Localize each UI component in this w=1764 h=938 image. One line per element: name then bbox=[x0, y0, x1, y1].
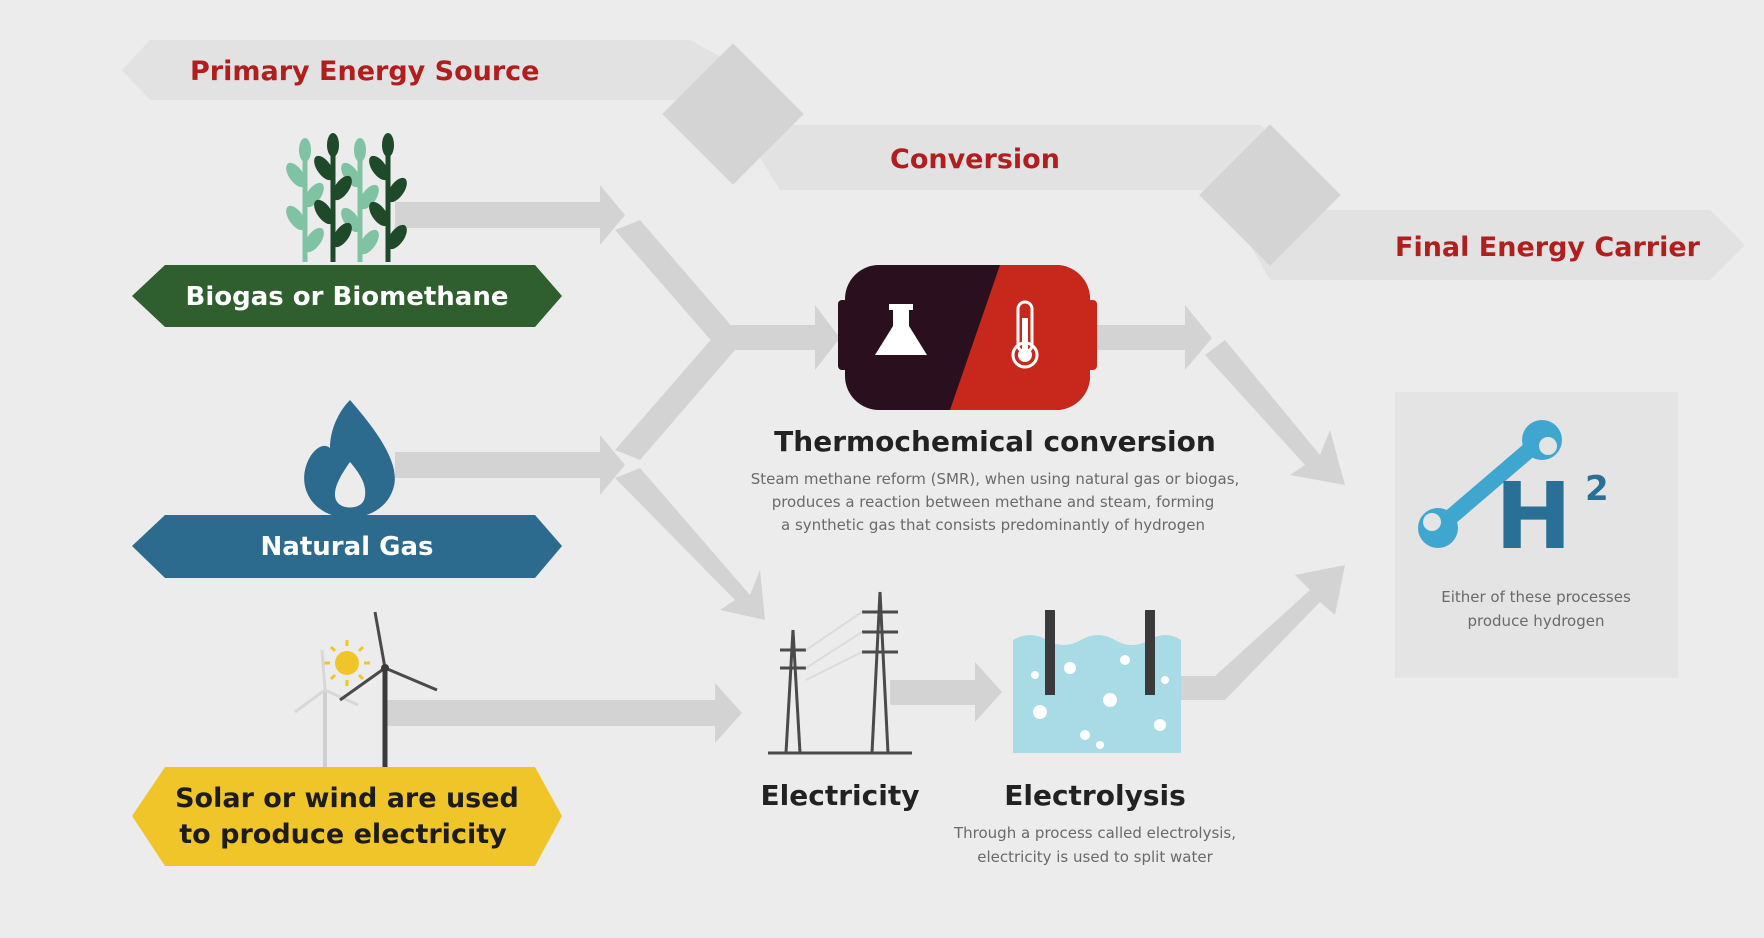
stage-header-primary: Primary Energy Source bbox=[122, 40, 745, 100]
wrench-icon bbox=[1418, 420, 1562, 548]
stage-label-conversion: Conversion bbox=[890, 144, 1060, 175]
plant-icon bbox=[286, 133, 407, 262]
arrow-diag-biogas bbox=[615, 220, 735, 345]
arrow-thermo-out bbox=[1090, 305, 1212, 370]
hydrogen-symbol: H bbox=[1495, 463, 1572, 570]
renewables-label-line2: to produce electricity bbox=[179, 819, 507, 850]
electricity-title: Electricity bbox=[761, 779, 920, 812]
arrow-electricity-to-electrolysis bbox=[890, 662, 1002, 722]
flask-icon bbox=[875, 304, 927, 355]
arrow-renewables bbox=[385, 683, 742, 743]
renewables-banner: Solar or wind are used to produce electr… bbox=[132, 767, 562, 866]
sun-icon bbox=[324, 640, 370, 686]
electricity-node: Electricity bbox=[761, 591, 920, 812]
hydrogen-desc-line2: produce hydrogen bbox=[1468, 612, 1605, 630]
arrow-diag-gas-down bbox=[615, 468, 765, 620]
stage-label-primary: Primary Energy Source bbox=[190, 56, 540, 87]
arrow-into-thermo bbox=[715, 305, 840, 370]
biogas-label: Biogas or Biomethane bbox=[186, 282, 509, 312]
natural-gas-label: Natural Gas bbox=[261, 532, 434, 562]
electrolysis-tank-icon bbox=[1013, 610, 1181, 753]
natural-gas-banner: Natural Gas bbox=[132, 515, 562, 578]
arrow-diag-gas-up bbox=[615, 335, 735, 460]
hydrogen-node: H 2 Either of these processes produce hy… bbox=[1395, 392, 1678, 678]
hydrogen-desc-line1: Either of these processes bbox=[1441, 588, 1631, 606]
flame-icon bbox=[304, 400, 395, 518]
stage-label-final: Final Energy Carrier bbox=[1395, 232, 1701, 263]
thermochemical-node: Thermochemical conversion Steam methane … bbox=[751, 265, 1240, 534]
thermochemical-desc-line1: Steam methane reform (SMR), when using n… bbox=[751, 470, 1240, 488]
thermometer-icon bbox=[1011, 300, 1039, 369]
arrow-electrolysis-out bbox=[1180, 565, 1345, 700]
wind-turbine-icon bbox=[294, 611, 438, 770]
arrow-thermo-diag bbox=[1205, 340, 1345, 485]
arrow-natural-gas bbox=[395, 435, 625, 495]
electrolysis-node: Electrolysis Through a process called el… bbox=[953, 610, 1236, 866]
thermochemical-desc-line2: produces a reaction between methane and … bbox=[772, 493, 1215, 511]
electrolysis-title: Electrolysis bbox=[1004, 779, 1186, 812]
power-lines bbox=[805, 611, 863, 681]
electrolysis-desc-line1: Through a process called electrolysis, bbox=[953, 824, 1236, 842]
reactor-icon bbox=[845, 265, 1090, 410]
biogas-banner: Biogas or Biomethane bbox=[132, 265, 562, 327]
hydrogen-subscript: 2 bbox=[1585, 469, 1609, 509]
thermochemical-desc-line3: a synthetic gas that consists predominan… bbox=[781, 516, 1205, 534]
thermochemical-title: Thermochemical conversion bbox=[774, 425, 1216, 458]
stage-header-conversion: Conversion bbox=[760, 125, 1300, 190]
flow-arrows bbox=[385, 185, 1345, 743]
electrolysis-desc-line2: electricity is used to split water bbox=[977, 848, 1213, 866]
stage-header-final: Final Energy Carrier bbox=[1250, 210, 1745, 280]
arrow-biogas bbox=[395, 185, 625, 245]
renewables-label-line1: Solar or wind are used bbox=[175, 783, 519, 814]
power-pylon-icon bbox=[768, 591, 912, 755]
